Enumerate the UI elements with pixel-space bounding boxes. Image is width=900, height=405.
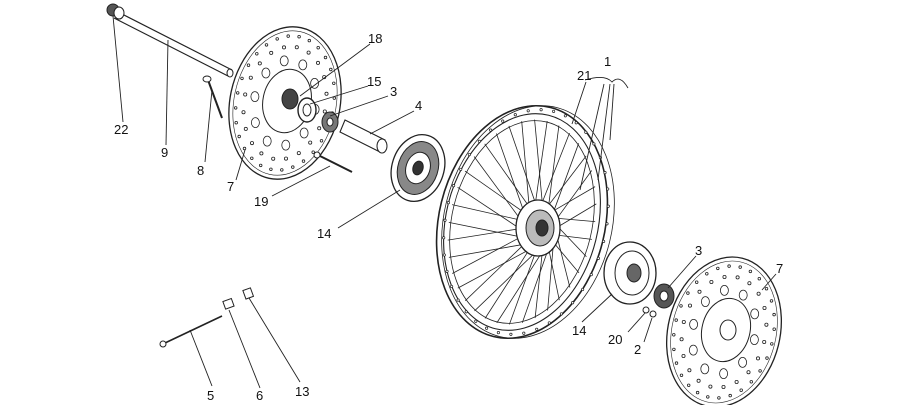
callout-5: 5 bbox=[207, 388, 214, 403]
right-hub-flange bbox=[603, 241, 657, 305]
leader-lines bbox=[112, 15, 777, 389]
callout-1: 1 bbox=[604, 54, 611, 69]
callout-7-right: 7 bbox=[776, 261, 783, 276]
callout-3-left: 3 bbox=[390, 84, 397, 99]
left-brake-disc bbox=[228, 26, 342, 180]
callout-8: 8 bbox=[197, 163, 204, 178]
callout-13: 13 bbox=[295, 384, 309, 399]
callout-15: 15 bbox=[367, 74, 381, 89]
callout-6: 6 bbox=[256, 388, 263, 403]
seal-ring bbox=[297, 97, 317, 123]
long-bolt bbox=[159, 315, 223, 348]
callout-22: 22 bbox=[114, 122, 128, 137]
axle-nut bbox=[106, 3, 125, 20]
callout-9: 9 bbox=[161, 145, 168, 160]
callout-21: 21 bbox=[577, 68, 591, 83]
spacer-tube bbox=[339, 119, 388, 154]
callout-4: 4 bbox=[415, 98, 422, 113]
callout-7-left: 7 bbox=[227, 179, 234, 194]
axle bbox=[113, 11, 234, 78]
bolt-nut bbox=[222, 297, 235, 310]
callout-19: 19 bbox=[254, 194, 268, 209]
callout-14-right: 14 bbox=[572, 323, 586, 338]
left-hub-flange bbox=[390, 134, 446, 202]
bushing bbox=[242, 287, 255, 300]
right-bearing bbox=[653, 283, 675, 309]
callout-3-right: 3 bbox=[695, 243, 702, 258]
callout-labels: 22 9 8 7 18 15 3 4 19 14 21 1 3 7 14 20 … bbox=[114, 31, 783, 403]
callout-18: 18 bbox=[368, 31, 382, 46]
spoked-wheel bbox=[435, 104, 615, 340]
left-bearing bbox=[321, 111, 339, 133]
pin bbox=[313, 151, 353, 173]
callout-14-left: 14 bbox=[317, 226, 331, 241]
callout-20: 20 bbox=[608, 332, 622, 347]
right-brake-disc bbox=[665, 256, 783, 405]
small-washers bbox=[642, 306, 657, 318]
disc-bolt bbox=[202, 75, 223, 119]
callout-2: 2 bbox=[634, 342, 641, 357]
